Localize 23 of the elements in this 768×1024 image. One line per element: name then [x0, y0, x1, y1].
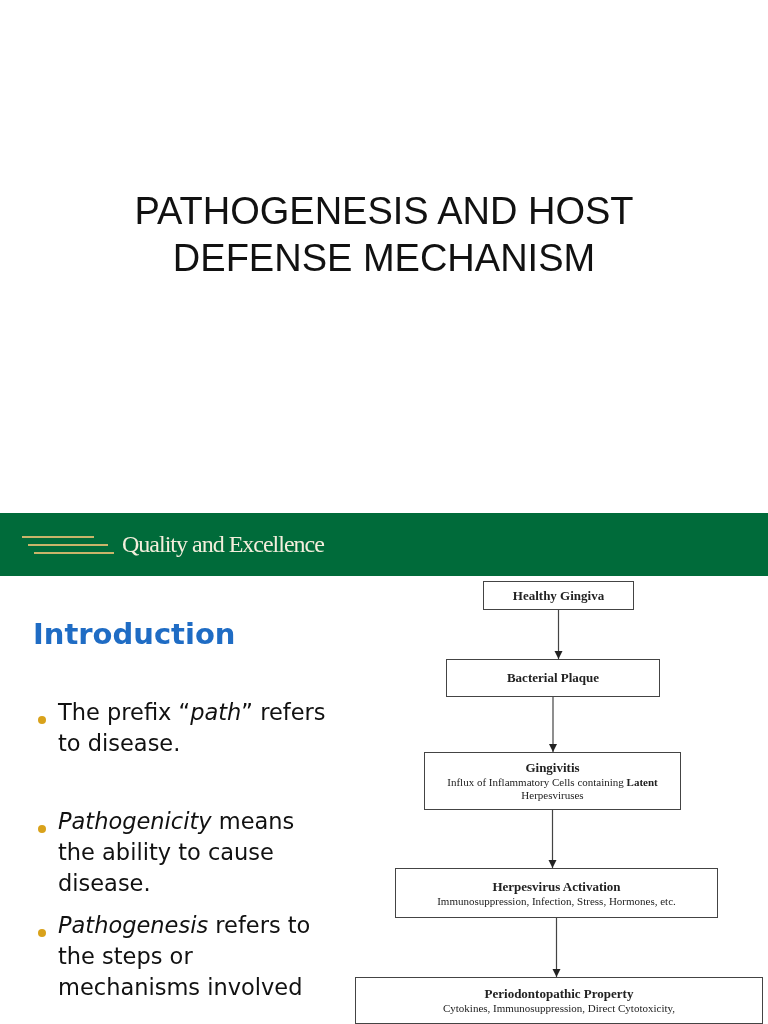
- process-box: [395, 868, 718, 918]
- arrow: [554, 609, 563, 660]
- bullet-text: Pathogenicity means the ability to cause disease.: [58, 807, 296, 898]
- box-heading: Gingivitis: [524, 760, 581, 776]
- slide-title: PATHOGENESIS AND HOST DEFENSE MECHANISM: [133, 189, 635, 281]
- banner-slogan: Quality and Excellence: [122, 531, 324, 558]
- process-box: [424, 752, 681, 810]
- box-text: Influx of Inflammatory Cells containing Latent Herpesviruses: [446, 776, 659, 802]
- process-box: [355, 977, 763, 1024]
- box-heading: Healthy Gingiva: [511, 587, 606, 604]
- box-heading: Herpesvirus Activation: [491, 878, 622, 895]
- process-box: [483, 581, 634, 610]
- box-heading: Periodontopathic Property: [483, 986, 635, 1002]
- arrow: [552, 917, 561, 978]
- box-text: Cytokines, Immunosuppression, Direct Cytotoxicity,: [441, 1002, 677, 1015]
- arrow: [548, 696, 558, 753]
- arrow: [548, 809, 557, 869]
- section-heading: Introduction: [33, 617, 236, 651]
- bullet-text: The prefix “path” refers to disease.: [58, 698, 327, 758]
- box-heading: Bacterial Plaque: [505, 670, 601, 686]
- box-text: Immunosuppression, Infection, Stress, Hormones, etc.: [436, 894, 677, 908]
- process-box: [446, 659, 660, 697]
- bullet-text: Pathogenesis refers to the steps or mechanisms involved: [58, 911, 312, 1002]
